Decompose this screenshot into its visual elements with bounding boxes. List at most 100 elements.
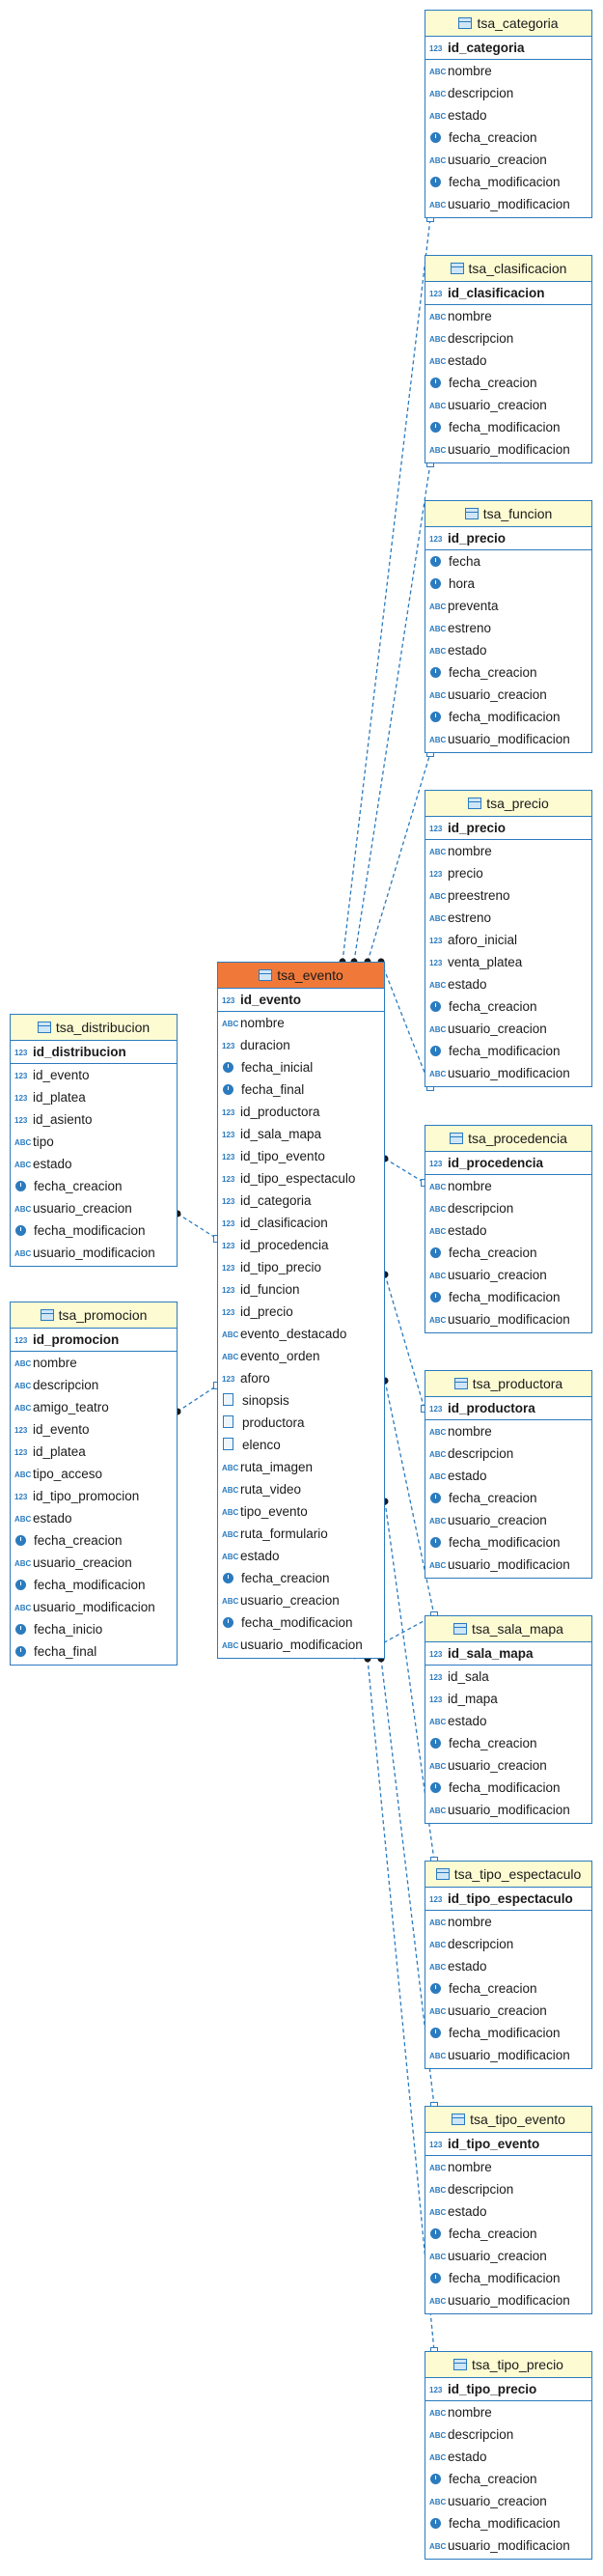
table-header[interactable]: tsa_funcion xyxy=(425,501,591,527)
table-column[interactable]: fecha_modificacion xyxy=(425,2022,591,2044)
table-header[interactable]: tsa_tipo_evento xyxy=(425,2107,591,2133)
table-column[interactable]: fecha_creacion xyxy=(425,1977,591,2000)
table-column[interactable]: fecha_inicial xyxy=(218,1056,384,1078)
table-header[interactable]: tsa_sala_mapa xyxy=(425,1616,591,1642)
table-column[interactable]: fecha_modificacion xyxy=(425,2267,591,2289)
table-column[interactable]: fecha_creacion xyxy=(425,2468,591,2490)
table-header[interactable]: tsa_tipo_espectaculo xyxy=(425,1862,591,1888)
table-header[interactable]: tsa_clasificacion xyxy=(425,256,591,282)
table-column[interactable]: elenco xyxy=(218,1434,384,1456)
table-column[interactable]: fecha_creacion xyxy=(425,1242,591,1264)
table-column[interactable]: fecha_creacion xyxy=(425,2223,591,2245)
table-column[interactable]: fecha_creacion xyxy=(425,1732,591,1754)
table-column[interactable]: fecha_inicio xyxy=(11,1618,177,1640)
table-column[interactable]: fecha_final xyxy=(11,1640,177,1663)
table-header[interactable]: tsa_categoria xyxy=(425,11,591,37)
table-column[interactable]: fecha_final xyxy=(218,1078,384,1101)
table-column[interactable]: fecha_modificacion xyxy=(425,1040,591,1062)
table-column[interactable]: fecha_modificacion xyxy=(425,1777,591,1799)
table-column[interactable]: fecha_modificacion xyxy=(218,1611,384,1634)
table-column[interactable]: fecha_creacion xyxy=(425,995,591,1018)
table-column[interactable]: fecha_creacion xyxy=(425,372,591,394)
table-header[interactable]: tsa_evento xyxy=(218,963,384,989)
table-column[interactable]: fecha_modificacion xyxy=(425,706,591,728)
table-column[interactable]: fecha xyxy=(425,550,591,573)
table-column[interactable]: hora xyxy=(425,573,591,595)
table-column[interactable]: fecha_creacion xyxy=(11,1529,177,1552)
table-column[interactable]: fecha_creacion xyxy=(425,126,591,149)
table-column[interactable]: fecha_creacion xyxy=(218,1567,384,1589)
table-header[interactable]: tsa_precio xyxy=(425,791,591,817)
